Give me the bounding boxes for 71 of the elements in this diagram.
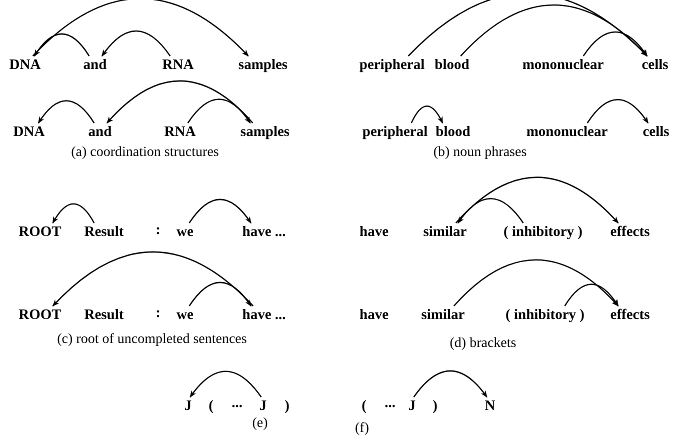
word: have ... bbox=[242, 224, 286, 240]
word: have ... bbox=[242, 307, 286, 323]
word: J bbox=[259, 398, 267, 414]
caption: (d) brackets bbox=[450, 336, 516, 352]
word: and bbox=[88, 124, 112, 140]
word: ROOT bbox=[18, 224, 62, 240]
word: RNA bbox=[164, 124, 196, 140]
dependency-arc bbox=[187, 98, 251, 124]
caption: (f) bbox=[355, 421, 369, 437]
caption: (b) noun phrases bbox=[433, 145, 527, 161]
dependency-arc bbox=[188, 282, 252, 307]
dependency-arc bbox=[52, 251, 254, 306]
dependency-arc bbox=[564, 284, 619, 307]
word: blood bbox=[436, 124, 470, 140]
word: have bbox=[360, 224, 388, 240]
dependency-arc bbox=[38, 100, 95, 124]
word: mononuclear bbox=[526, 124, 608, 140]
word: similar bbox=[421, 307, 465, 323]
dependency-arc bbox=[410, 106, 444, 124]
dependency-arc bbox=[453, 259, 619, 306]
word: ROOT bbox=[18, 307, 62, 323]
word: cells bbox=[642, 57, 668, 73]
word: we bbox=[176, 224, 194, 240]
dependency-arc bbox=[190, 370, 262, 398]
punctuation: : bbox=[156, 305, 160, 321]
word: and bbox=[83, 57, 107, 73]
word: Result bbox=[84, 307, 124, 323]
dependency-arc bbox=[106, 80, 254, 124]
dependency-arc bbox=[458, 198, 524, 224]
word: N bbox=[484, 398, 496, 414]
caption: (a) coordination structures bbox=[71, 145, 219, 161]
word: J bbox=[184, 398, 192, 414]
dependency-arc bbox=[582, 31, 648, 57]
word: effects bbox=[610, 224, 650, 240]
punctuation: ( bbox=[362, 398, 366, 414]
word: peripheral bbox=[362, 124, 428, 140]
word: J bbox=[408, 398, 416, 414]
punctuation: ... bbox=[232, 395, 242, 411]
dependency-arc bbox=[188, 198, 252, 224]
punctuation: : bbox=[156, 222, 160, 238]
dependency-arc bbox=[102, 30, 171, 57]
punctuation: ( bbox=[208, 398, 214, 414]
dependency-arc bbox=[408, 0, 648, 56]
word: cells bbox=[642, 124, 670, 140]
word: RNA bbox=[162, 57, 194, 73]
word: DNA bbox=[13, 124, 45, 140]
word: Result bbox=[84, 224, 124, 240]
dependency-arc bbox=[32, 0, 249, 56]
word: we bbox=[176, 307, 194, 323]
word: effects bbox=[610, 307, 650, 323]
word: ( inhibitory ) bbox=[504, 224, 582, 240]
word: samples bbox=[238, 57, 288, 73]
dependency-arc bbox=[460, 4, 648, 56]
word: blood bbox=[434, 57, 470, 73]
dependency-arc bbox=[455, 176, 619, 224]
word: ( inhibitory ) bbox=[506, 307, 584, 323]
word: peripheral bbox=[359, 57, 425, 73]
dependency-arc bbox=[413, 370, 488, 398]
punctuation: ... bbox=[384, 395, 396, 411]
dependency-arc bbox=[52, 203, 95, 224]
caption: (e) bbox=[252, 416, 268, 432]
caption: (c) root of uncompleted sentences bbox=[57, 332, 247, 348]
word: have bbox=[360, 307, 388, 323]
punctuation: ) bbox=[432, 398, 438, 414]
punctuation: ) bbox=[284, 398, 290, 414]
word: samples bbox=[240, 124, 290, 140]
word: similar bbox=[423, 224, 467, 240]
word: DNA bbox=[9, 57, 41, 73]
word: mononuclear bbox=[522, 57, 604, 73]
dependency-arc bbox=[586, 99, 649, 124]
dependency-arc bbox=[34, 33, 90, 57]
